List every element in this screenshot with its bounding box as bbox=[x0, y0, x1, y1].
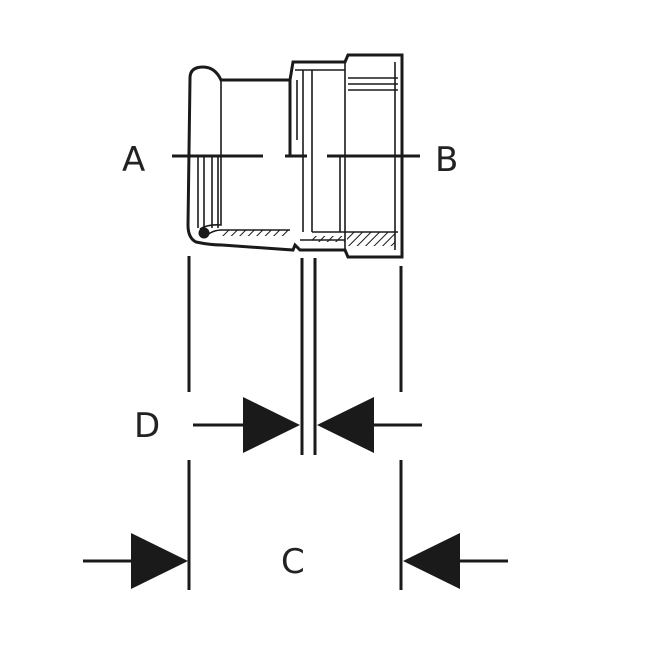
label-a: A bbox=[122, 140, 145, 180]
dimension-d-arrow-left bbox=[243, 397, 300, 453]
dimension-c-arrow-left bbox=[131, 533, 188, 589]
fitting-body bbox=[186, 53, 404, 259]
fitting-outer-contour bbox=[186, 53, 404, 259]
label-b: B bbox=[435, 140, 458, 180]
o-ring bbox=[198, 227, 210, 239]
shoulder-bottom-hatch bbox=[312, 236, 345, 242]
press-end-bottom-hatch bbox=[222, 230, 290, 236]
press-end-bottom-wall bbox=[204, 229, 290, 238]
dimension-d-arrow-right bbox=[317, 397, 374, 453]
dimension-c-arrow-right bbox=[403, 533, 460, 589]
extension-lines bbox=[187, 256, 403, 590]
label-c: C bbox=[281, 542, 305, 582]
thread-end-bottom-hatch bbox=[347, 232, 395, 246]
dimension-d bbox=[193, 397, 422, 453]
dimension-c bbox=[83, 533, 508, 589]
label-d: D bbox=[134, 406, 160, 446]
